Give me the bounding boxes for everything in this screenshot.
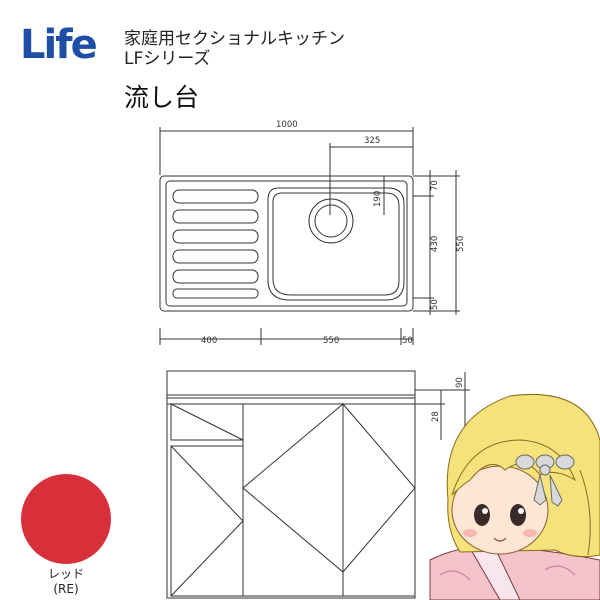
brand-logo: Life: [20, 20, 102, 70]
page-title: 流し台: [124, 83, 200, 112]
dim-top-margin: 70: [430, 180, 440, 191]
dim-bowl-width: 550: [323, 336, 339, 346]
dim-drawer: 28: [431, 411, 441, 422]
dim-top-height: 90: [455, 377, 465, 388]
product-category: 家庭用セクショナルキッチン: [124, 29, 345, 49]
dim-drain-offset: 325: [364, 136, 380, 146]
color-code: (RE): [53, 582, 79, 596]
mascot-character-icon: [429, 393, 600, 600]
color-swatch: [21, 474, 111, 564]
color-name: レッド: [47, 567, 84, 581]
dim-drainboard: 400: [201, 336, 217, 346]
dim-bottom-margin: 50: [430, 299, 440, 310]
dim-total-width: 1000: [276, 120, 298, 130]
product-series: LFシリーズ: [124, 49, 211, 69]
logo-text: Life: [20, 22, 98, 68]
dim-right-margin: 50: [402, 336, 413, 346]
dim-total-depth: 550: [456, 236, 466, 252]
dim-drain-depth: 190: [373, 191, 383, 207]
dim-bowl-depth: 430: [430, 236, 440, 252]
